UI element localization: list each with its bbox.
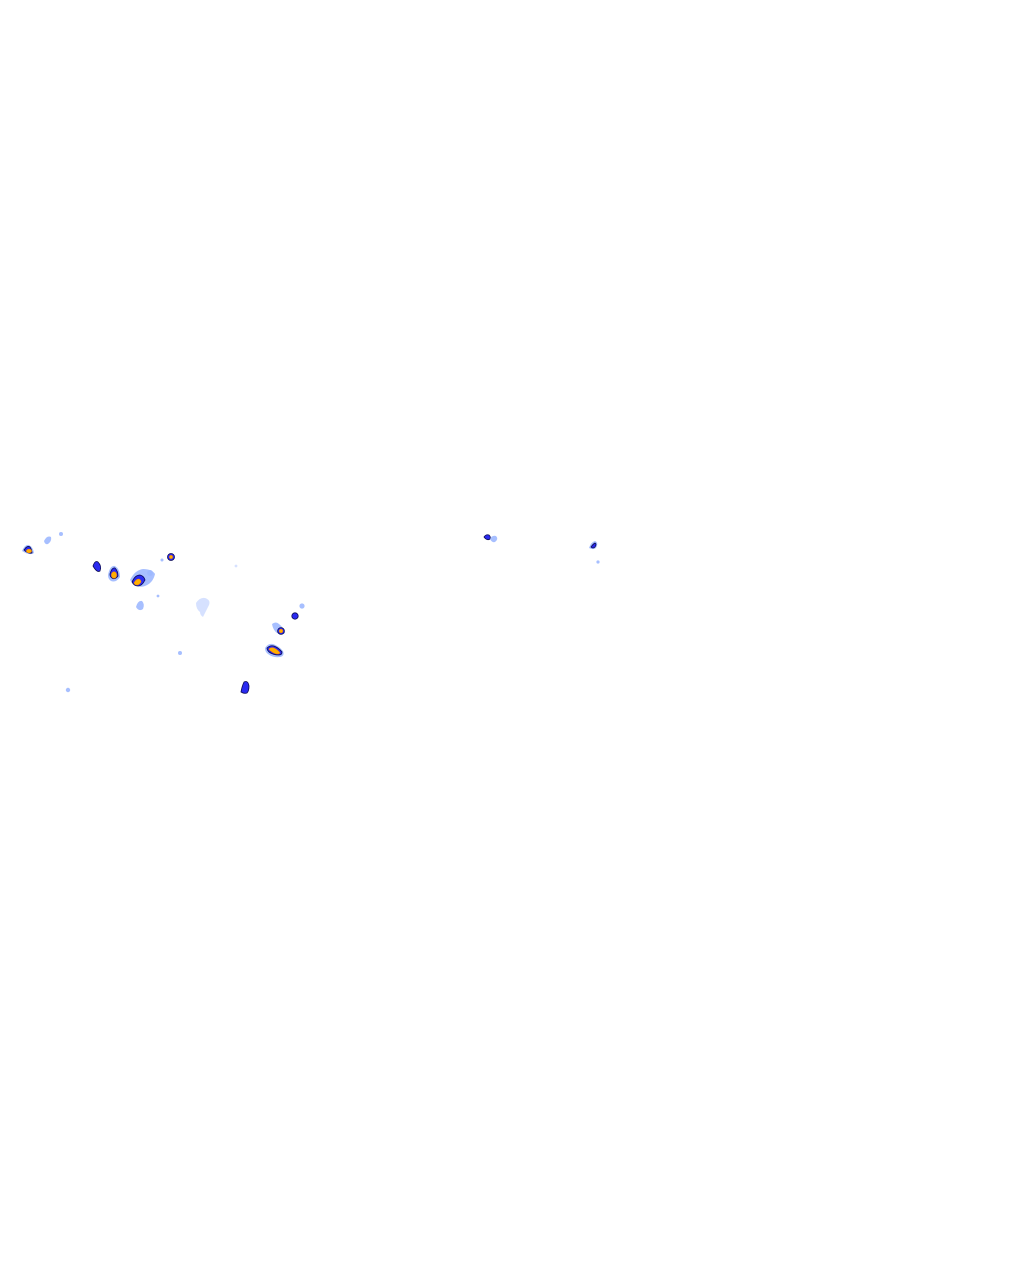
rain-cell-west-9 — [178, 564, 238, 655]
rain-cell-east-2 — [589, 541, 600, 564]
rain-cell-central-2 — [291, 603, 305, 620]
rain-cell-west-11 — [240, 681, 250, 694]
rain-cell-west-7 — [136, 594, 160, 611]
rain-cell-west-6 — [160, 553, 175, 562]
rain-cell-central-3 — [265, 643, 284, 658]
rain-cell-west-8 — [196, 597, 210, 617]
rain-cell-west-4 — [108, 565, 120, 582]
rain-cell-west-5 — [130, 569, 155, 587]
rain-cell-west-10 — [65, 687, 71, 693]
rain-cell-east-1 — [483, 534, 498, 543]
rain-cell-west-3 — [92, 561, 102, 572]
rain-cell-west-1 — [22, 544, 34, 555]
rain-cell-central-1 — [272, 622, 285, 635]
rain-cell-west-2 — [44, 532, 63, 545]
